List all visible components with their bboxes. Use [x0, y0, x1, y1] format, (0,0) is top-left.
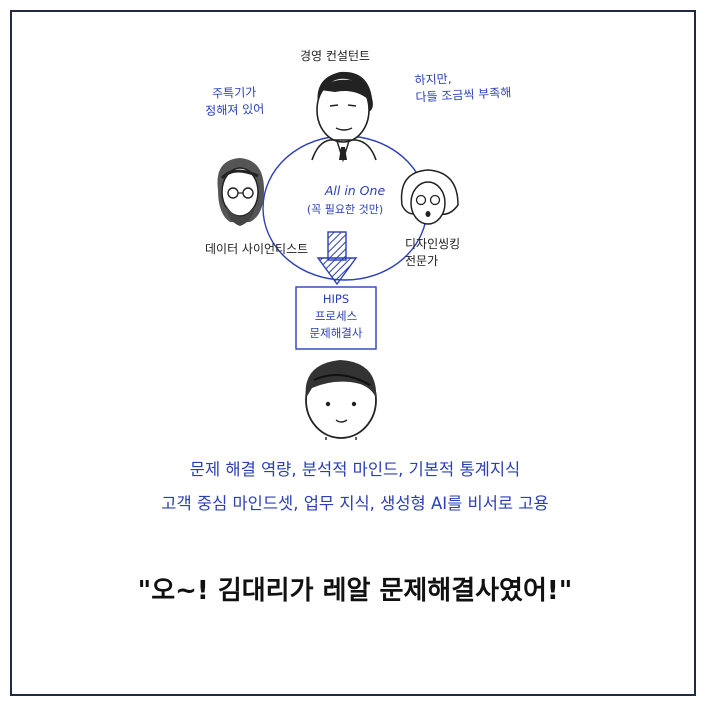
data-scientist-figure [217, 158, 264, 226]
hips-text: HIPS 프로세스 문제해결사 [300, 291, 372, 342]
label-design-expert: 디자인씽킹 전문가 [405, 236, 460, 270]
hips-line2: 프로세스 [314, 309, 358, 323]
label-management-consultant: 경영 컨설턴트 [300, 49, 371, 63]
caption-line2: 고객 중심 마인드셋, 업무 지식, 생성형 AI를 비서로 고용 [161, 494, 549, 513]
center-subtitle: (꼭 필요한 것만) [306, 203, 384, 216]
label-design-expert-line1: 디자인씽킹 [405, 237, 461, 251]
note-left: 주특기가 정해져 있어 [204, 84, 264, 120]
center-title: All in One [324, 183, 386, 198]
quote-text: "오~! 김대리가 레알 문제해결사였어!" [137, 576, 573, 606]
note-left-line2: 정해져 있어 [205, 101, 265, 119]
design-expert-figure [400, 169, 459, 225]
label-design-expert-line2: 전문가 [405, 254, 439, 268]
hips-line3: 문제해결사 [309, 326, 363, 340]
hips-line1: HIPS [322, 292, 350, 306]
note-right: 하지만, 다들 조금씩 부족해 [414, 68, 512, 107]
caption-line1: 문제 해결 역량, 분석적 마인드, 기본적 통계지식 [189, 460, 521, 479]
label-data-scientist: 데이터 사이언티스트 [205, 242, 309, 256]
hips-box [295, 286, 377, 350]
problem-solver-figure [305, 360, 377, 440]
down-arrow-icon [316, 231, 358, 286]
consultant-figure [311, 71, 377, 163]
note-left-line1: 주특기가 [211, 85, 257, 101]
